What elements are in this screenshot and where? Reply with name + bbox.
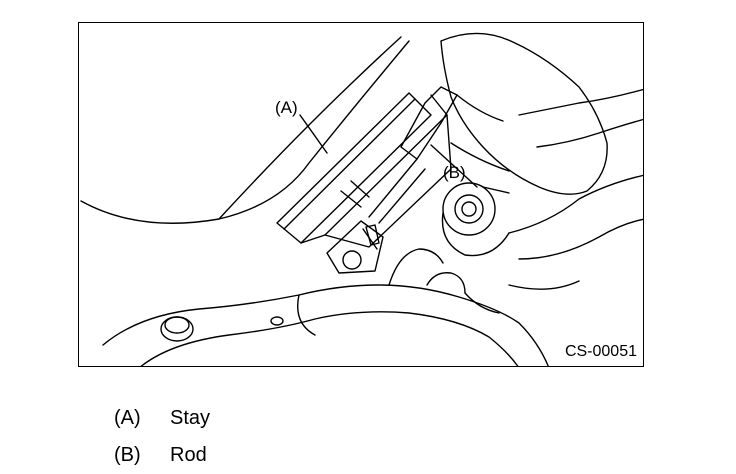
figure-code: CS-00051 [564,343,637,360]
legend-key: (B) [114,444,141,466]
legend: (A) Stay (B) Rod [114,400,210,474]
legend-text: Stay [170,407,211,429]
legend-item: (B) Rod [114,437,210,474]
shift-linkage-illustration [80,32,643,366]
figure-frame: (A) (B) CS-00051 [78,22,644,367]
legend-key: (A) [114,407,141,429]
legend-item: (A) Stay [114,400,210,437]
callout-a-label: (A) [275,98,298,117]
callout-b-label: (B) [443,163,466,182]
legend-text: Rod [170,444,207,466]
